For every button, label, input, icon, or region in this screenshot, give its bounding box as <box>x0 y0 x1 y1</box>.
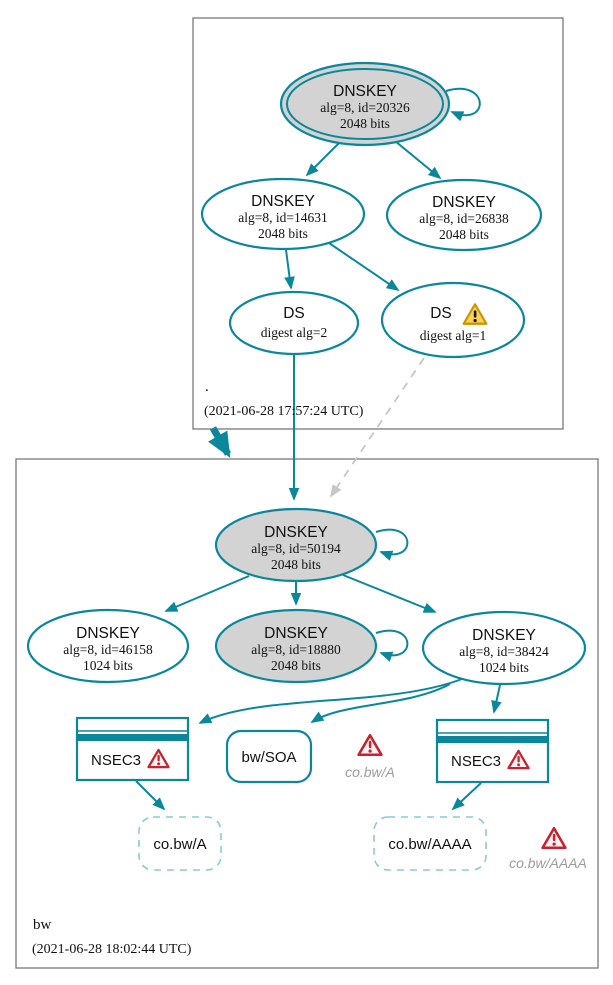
rrset-co-bw-a-node[interactable]: co.bw/A <box>138 816 222 871</box>
edge-nsec3left-to-rrset-a <box>135 780 166 811</box>
dnskey-46158-node[interactable]: DNSKEY alg=8, id=46158 1024 bits <box>26 608 190 684</box>
dnskey-14631-alg: alg=8, id=14631 <box>238 210 327 225</box>
rrset-co-bw-aaaa-node[interactable]: co.bw/AAAA <box>373 816 487 871</box>
soa-rrset-node[interactable]: bw/SOA <box>225 729 313 784</box>
ds-digest2-attr: digest alg=2 <box>261 325 327 340</box>
edge-bwksk-to-zsk38424 <box>342 574 437 613</box>
dnskey-26838-alg: alg=8, id=26838 <box>419 211 509 226</box>
dnskey-18880-alg: alg=8, id=18880 <box>251 642 341 657</box>
nsec3-left-band <box>78 734 187 741</box>
edge-ksk-to-zsk14631 <box>305 141 341 177</box>
rrset-co-bw-a-box[interactable] <box>138 816 222 871</box>
nsec3-right-label: NSEC3 <box>451 753 501 770</box>
dnskey-46158-bits: 1024 bits <box>83 658 133 673</box>
nsec3-right-band <box>438 736 547 743</box>
edge-ds1-to-bw-ksk-dashed <box>330 357 425 498</box>
island-co-bw-a[interactable]: co.bw/A <box>345 733 395 780</box>
ds-digest1-title: DS <box>430 305 452 322</box>
edge-zsk38424-to-nsec3-left <box>198 678 463 724</box>
dnskey-20326-alg: alg=8, id=20326 <box>320 100 410 115</box>
rrset-co-bw-aaaa-label: co.bw/AAAA <box>388 836 471 853</box>
dnskey-14631-title: DNSKEY <box>251 193 315 210</box>
edge-zsk14631-to-ds2 <box>284 249 295 290</box>
bw-zone-timestamp: (2021-06-28 18:02:44 UTC) <box>32 942 192 957</box>
soa-box[interactable] <box>225 729 313 784</box>
dnskey-14631-ellipse[interactable] <box>200 177 366 251</box>
nsec3-left-label: NSEC3 <box>91 752 141 769</box>
dnskey-20326-inner-ellipse <box>286 68 444 140</box>
dnskey-50194-bits: 2048 bits <box>271 557 321 572</box>
dnskey-50194-ellipse[interactable] <box>214 507 378 583</box>
ds-digest1-ellipse[interactable] <box>380 281 526 359</box>
cluster-bw-zone <box>15 458 599 969</box>
ds-digest2-ellipse[interactable] <box>228 290 360 356</box>
edge-nsec3right-to-rrset-aaaa <box>451 782 482 811</box>
error-icon-red <box>357 733 383 757</box>
root-zone-timestamp: (2021-06-28 17:57:24 UTC) <box>204 404 364 419</box>
ds-digest1-node[interactable]: DS digest alg=1 <box>380 281 526 359</box>
edge-root-to-bw-delegation <box>208 426 232 458</box>
nsec3-right-box[interactable] <box>435 718 550 784</box>
soa-label: bw/SOA <box>241 749 296 766</box>
dnskey-20326-node[interactable]: DNSKEY alg=8, id=20326 2048 bits <box>279 61 451 147</box>
dnskey-38424-title: DNSKEY <box>472 627 536 644</box>
dnskey-46158-alg: alg=8, id=46158 <box>63 642 153 657</box>
edge-zsk14631-to-ds1 <box>328 242 400 292</box>
dnskey-20326-bits: 2048 bits <box>340 116 390 131</box>
edge-ksk-self-loop <box>445 87 481 122</box>
rrset-co-bw-a-label: co.bw/A <box>153 836 206 853</box>
ds-digest2-title: DS <box>283 305 305 322</box>
edge-zsk18880-self-loop <box>375 629 409 662</box>
dnskey-38424-ellipse[interactable] <box>421 610 587 686</box>
ds-digest1-attr: digest alg=1 <box>420 328 486 343</box>
dnskey-38424-bits: 1024 bits <box>479 660 529 675</box>
dnskey-50194-alg: alg=8, id=50194 <box>251 541 341 556</box>
nsec3-right-node[interactable]: NSEC3 <box>435 718 550 784</box>
dnskey-50194-node[interactable]: DNSKEY alg=8, id=50194 2048 bits <box>214 507 378 583</box>
dnskey-26838-node[interactable]: DNSKEY alg=8, id=26838 2048 bits <box>385 178 543 252</box>
dnskey-26838-ellipse[interactable] <box>385 178 543 252</box>
dnskey-14631-bits: 2048 bits <box>258 226 308 241</box>
island-co-bw-aaaa-label: co.bw/AAAA <box>509 855 587 871</box>
island-co-bw-aaaa[interactable]: co.bw/AAAA <box>509 826 587 871</box>
nsec3-left-node[interactable]: NSEC3 <box>75 716 190 782</box>
cluster-root-zone <box>192 17 564 430</box>
root-zone-label: . <box>205 379 209 395</box>
dnskey-38424-alg: alg=8, id=38424 <box>459 644 549 659</box>
edge-bwksk-to-zsk46158 <box>164 575 250 612</box>
ds-digest2-node[interactable]: DS digest alg=2 <box>228 290 360 356</box>
edge-bwksk-self-loop <box>375 528 409 561</box>
edge-zsk38424-to-nsec3-right <box>491 684 502 714</box>
edge-ksk-to-zsk26838 <box>394 140 442 180</box>
dnskey-38424-node[interactable]: DNSKEY alg=8, id=38424 1024 bits <box>421 610 587 686</box>
nsec3-left-box[interactable] <box>75 716 190 782</box>
bw-zone-label: bw <box>33 917 52 933</box>
dnskey-26838-title: DNSKEY <box>432 194 496 211</box>
dnskey-20326-title: DNSKEY <box>333 83 397 100</box>
dnskey-18880-ellipse[interactable] <box>214 608 378 684</box>
error-icon-red <box>541 826 567 850</box>
edge-zsk38424-to-soa <box>310 683 451 723</box>
island-co-bw-a-label: co.bw/A <box>345 764 395 780</box>
dnskey-50194-title: DNSKEY <box>264 524 328 541</box>
dnskey-26838-bits: 2048 bits <box>439 227 489 242</box>
dnskey-18880-title: DNSKEY <box>264 625 328 642</box>
dnskey-46158-title: DNSKEY <box>76 625 140 642</box>
dnskey-18880-node[interactable]: DNSKEY alg=8, id=18880 2048 bits <box>214 608 378 684</box>
dnskey-14631-node[interactable]: DNSKEY alg=8, id=14631 2048 bits <box>200 177 366 251</box>
dnskey-46158-ellipse[interactable] <box>26 608 190 684</box>
dnskey-18880-bits: 2048 bits <box>271 658 321 673</box>
rrset-co-bw-aaaa-box[interactable] <box>373 816 487 871</box>
dnskey-20326-outer-ellipse[interactable] <box>279 61 451 147</box>
